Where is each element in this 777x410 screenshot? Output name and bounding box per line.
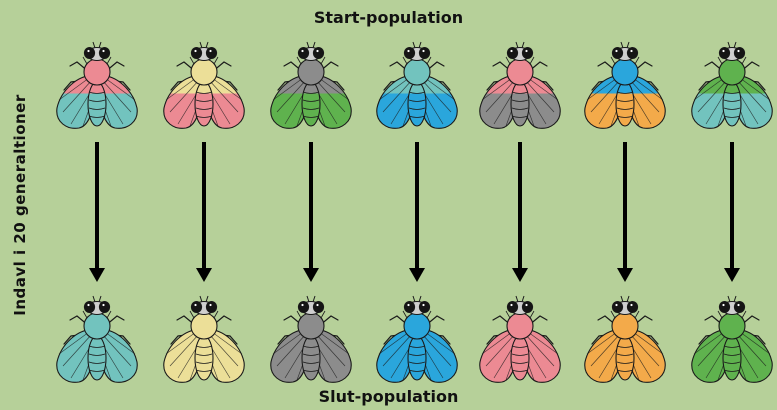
fly-thorax bbox=[404, 59, 430, 85]
start-population-row bbox=[57, 42, 772, 128]
arrows-row bbox=[89, 142, 740, 282]
fly-abdomen bbox=[511, 336, 529, 380]
fly-right-eye bbox=[627, 301, 637, 312]
fly-left-eye bbox=[612, 47, 622, 58]
fly-right-eye bbox=[99, 47, 109, 58]
end-fly-2 bbox=[164, 296, 244, 382]
fly-abdomen bbox=[302, 82, 320, 126]
end-fly-1 bbox=[57, 296, 137, 382]
fly-abdomen bbox=[616, 336, 634, 380]
start-fly-4 bbox=[377, 42, 457, 128]
fly-abdomen bbox=[302, 336, 320, 380]
fly-abdomen bbox=[616, 82, 634, 126]
end-fly-6 bbox=[585, 296, 665, 382]
fly-right-eye bbox=[522, 301, 532, 312]
fly-thorax bbox=[298, 313, 324, 339]
fly-left-eye bbox=[719, 47, 729, 58]
fly-abdomen bbox=[195, 82, 213, 126]
fly-thorax bbox=[298, 59, 324, 85]
fly-left-eye bbox=[719, 301, 729, 312]
fly-thorax bbox=[507, 59, 533, 85]
fly-left-eye bbox=[507, 47, 517, 58]
arrow-head-6 bbox=[617, 268, 633, 282]
arrow-head-5 bbox=[512, 268, 528, 282]
fly-abdomen bbox=[408, 336, 426, 380]
fly-right-eye bbox=[419, 301, 429, 312]
fly-thorax bbox=[191, 313, 217, 339]
fly-abdomen bbox=[195, 336, 213, 380]
fly-left-eye bbox=[298, 47, 308, 58]
fly-thorax bbox=[719, 313, 745, 339]
arrow-head-1 bbox=[89, 268, 105, 282]
fly-abdomen bbox=[88, 336, 106, 380]
end-fly-7 bbox=[692, 296, 772, 382]
fly-right-eye bbox=[206, 47, 216, 58]
start-fly-7 bbox=[692, 42, 772, 128]
fly-right-eye bbox=[522, 47, 532, 58]
start-fly-1 bbox=[57, 42, 137, 128]
fly-right-eye bbox=[313, 47, 323, 58]
fly-abdomen bbox=[511, 82, 529, 126]
fly-thorax bbox=[191, 59, 217, 85]
fly-thorax bbox=[404, 313, 430, 339]
arrow-head-3 bbox=[303, 268, 319, 282]
start-fly-5 bbox=[480, 42, 560, 128]
fly-right-eye bbox=[734, 301, 744, 312]
arrow-head-4 bbox=[409, 268, 425, 282]
fly-right-eye bbox=[419, 47, 429, 58]
fly-thorax bbox=[612, 313, 638, 339]
fly-thorax bbox=[612, 59, 638, 85]
fly-right-eye bbox=[206, 301, 216, 312]
start-fly-3 bbox=[271, 42, 351, 128]
start-fly-2 bbox=[164, 42, 244, 128]
fly-abdomen bbox=[408, 82, 426, 126]
fly-left-eye bbox=[612, 301, 622, 312]
end-fly-5 bbox=[480, 296, 560, 382]
fly-abdomen bbox=[88, 82, 106, 126]
fly-left-eye bbox=[84, 301, 94, 312]
end-fly-3 bbox=[271, 296, 351, 382]
end-population-row bbox=[57, 296, 772, 382]
fly-right-eye bbox=[627, 47, 637, 58]
fly-left-eye bbox=[507, 301, 517, 312]
fly-left-eye bbox=[191, 301, 201, 312]
fly-left-eye bbox=[298, 301, 308, 312]
fly-thorax bbox=[507, 313, 533, 339]
fly-left-eye bbox=[191, 47, 201, 58]
fly-abdomen bbox=[723, 82, 741, 126]
fly-right-eye bbox=[734, 47, 744, 58]
fly-thorax bbox=[84, 59, 110, 85]
fly-abdomen bbox=[723, 336, 741, 380]
fly-thorax bbox=[719, 59, 745, 85]
end-fly-4 bbox=[377, 296, 457, 382]
fly-thorax bbox=[84, 313, 110, 339]
fly-left-eye bbox=[404, 301, 414, 312]
fly-left-eye bbox=[404, 47, 414, 58]
fly-right-eye bbox=[99, 301, 109, 312]
arrow-head-2 bbox=[196, 268, 212, 282]
arrow-head-7 bbox=[724, 268, 740, 282]
fly-left-eye bbox=[84, 47, 94, 58]
fly-right-eye bbox=[313, 301, 323, 312]
start-fly-6 bbox=[585, 42, 665, 128]
